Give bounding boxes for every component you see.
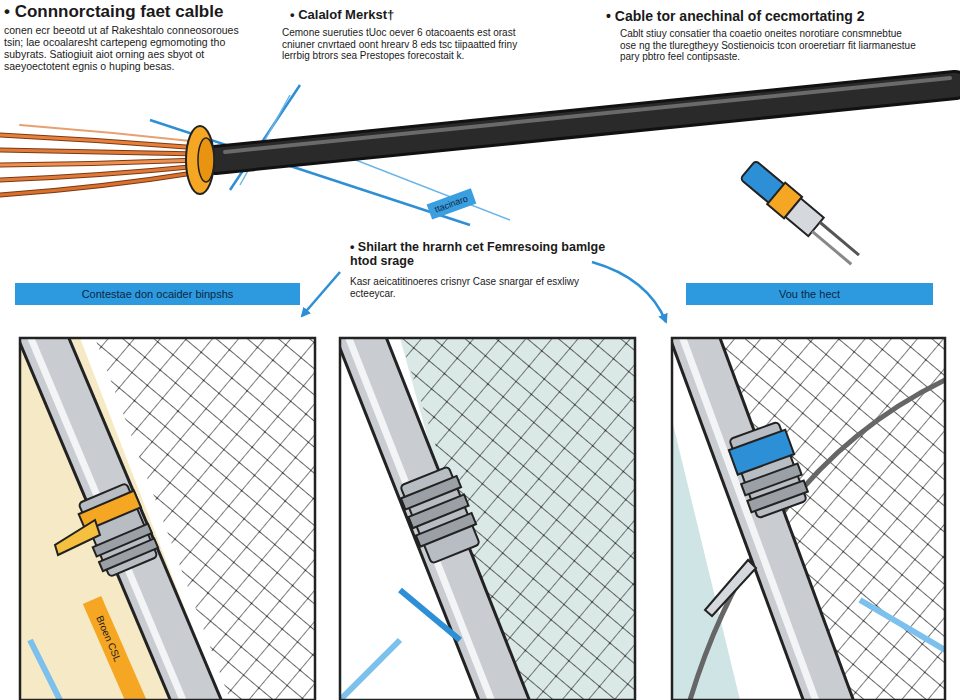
detail-panel bbox=[30, 640, 60, 700]
callout-body: Cablt stiuy consatier tha coaetio oneite… bbox=[620, 28, 920, 63]
detail-panel bbox=[99, 539, 158, 572]
callout-heading: • Cable tor anechinal of cecmortating 2 bbox=[606, 8, 954, 24]
detail-panel bbox=[672, 338, 945, 700]
callout-body: Cemone sueruties tUoc oever 6 otacoaents… bbox=[282, 27, 547, 62]
copper-wires bbox=[0, 172, 200, 195]
detail-panel bbox=[358, 338, 508, 700]
cable-ring bbox=[186, 126, 214, 194]
caption-band: Vou the hect bbox=[686, 283, 933, 305]
pointer-arrows bbox=[592, 262, 666, 322]
detail-panel bbox=[20, 330, 315, 700]
cable bbox=[225, 78, 950, 152]
cable-connector bbox=[739, 159, 864, 270]
detail-panel bbox=[396, 465, 483, 565]
node-text: Contestae don ocaider binpshs bbox=[82, 288, 234, 300]
detail-panel bbox=[20, 338, 315, 700]
detail-panel bbox=[672, 338, 945, 700]
detail-panel bbox=[692, 338, 832, 700]
callout-body: conen ecr beeotd ut af Rakeshtalo conneo… bbox=[4, 24, 259, 72]
detail-panel bbox=[672, 330, 945, 700]
cable bbox=[215, 85, 955, 160]
copper-wires bbox=[0, 150, 200, 154]
cable-connector bbox=[785, 198, 823, 236]
detail-panel bbox=[30, 338, 188, 700]
detail-panel bbox=[725, 420, 810, 519]
cable-connector bbox=[812, 231, 851, 264]
copper-wires bbox=[0, 160, 200, 165]
detail-panel bbox=[55, 520, 100, 555]
detail-panel bbox=[400, 338, 635, 700]
cable bbox=[215, 85, 955, 160]
node-text: Vou the hect bbox=[779, 288, 840, 300]
callout-body: Kasr aeicatitinoeres crisnyr Case snarga… bbox=[350, 276, 580, 299]
copper-wires bbox=[0, 172, 200, 195]
detail-panel bbox=[40, 338, 200, 700]
caption-band: Contestae don ocaider binpshs bbox=[15, 283, 300, 305]
cable bbox=[215, 78, 955, 160]
detail-panel bbox=[92, 600, 140, 700]
detail-panel bbox=[40, 338, 200, 700]
detail-panel bbox=[860, 600, 945, 650]
copper-wires bbox=[0, 160, 200, 165]
callout-heading: • Connnorctaing faet calble bbox=[4, 2, 274, 22]
detail-panel bbox=[400, 338, 635, 700]
pointer-arrows bbox=[302, 272, 340, 316]
detail-panel bbox=[340, 640, 400, 700]
detail-panel bbox=[340, 330, 635, 700]
copper-wires bbox=[0, 135, 200, 148]
detail-panel bbox=[692, 338, 832, 700]
copper-wires bbox=[0, 135, 200, 148]
callout-heading: • Calalof Merkst† bbox=[290, 8, 540, 23]
detail-panel bbox=[340, 338, 635, 700]
cable-tag: ttacinaro bbox=[427, 189, 476, 220]
cable-connector bbox=[820, 222, 859, 255]
cable-ring bbox=[186, 126, 214, 194]
detail-panel bbox=[358, 338, 508, 700]
detail-panel bbox=[416, 513, 476, 547]
detail-panel bbox=[348, 338, 496, 700]
detail-panel bbox=[400, 466, 480, 563]
pointer-arrows bbox=[302, 262, 666, 322]
node-text: ttacinaro bbox=[433, 193, 469, 214]
detail-panel bbox=[20, 338, 315, 700]
detail-panel bbox=[340, 338, 635, 700]
copper-wires bbox=[0, 150, 200, 154]
detail-panel bbox=[747, 480, 807, 512]
detail-panel bbox=[400, 590, 460, 640]
cable-ring bbox=[198, 138, 214, 182]
callout-heading: • Shilart the hrarnh cet Femresoing baml… bbox=[350, 240, 615, 269]
detail-panel bbox=[682, 338, 820, 700]
detail-panel bbox=[705, 560, 756, 616]
copper-wires bbox=[0, 125, 200, 195]
